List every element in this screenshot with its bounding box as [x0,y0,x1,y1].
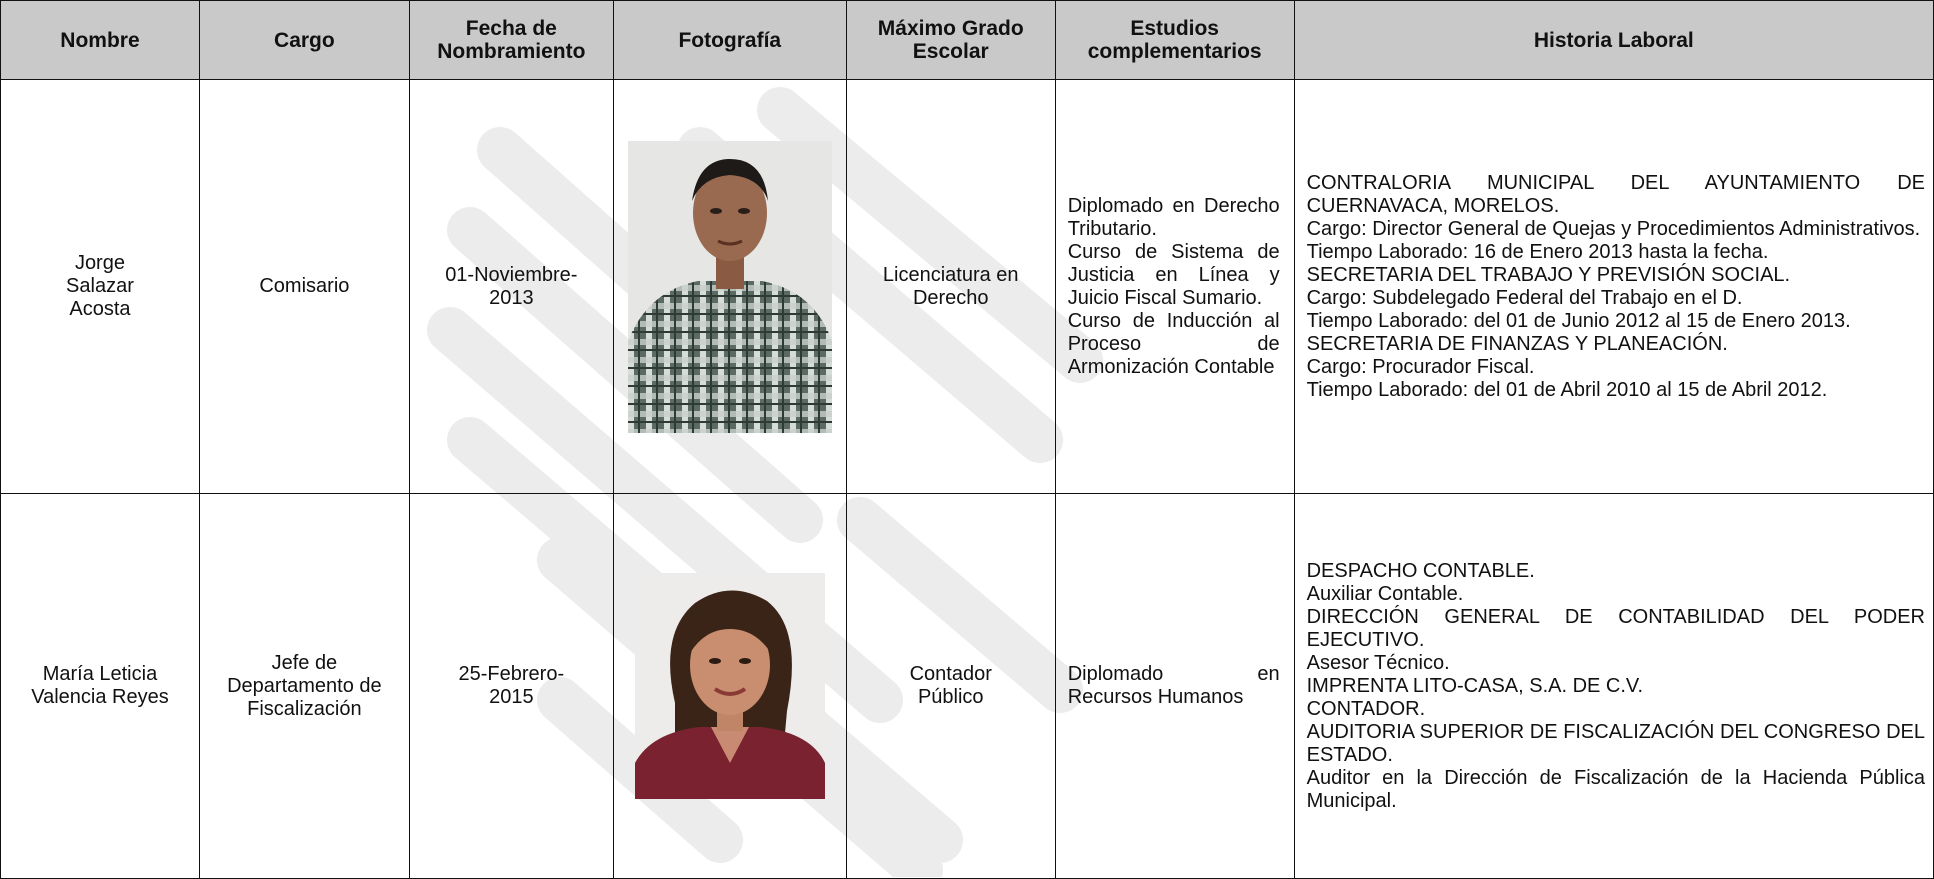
historia-line: Tiempo Laborado: del 01 de Junio 2012 al… [1306,309,1851,332]
cell-fotografia [612,79,847,494]
cell-historia: CONTRALORIA MUNICIPAL DEL AYUNTAMIENTO D… [1293,79,1934,494]
header-estudios: Estudios complementarios [1054,0,1295,80]
cell-fotografia [612,493,847,879]
historia-line: CONTADOR. [1306,697,1426,720]
cargo-text: Comisario [259,275,350,297]
header-fotografia: Fotografía [612,0,847,80]
table-row: Jorge Salazar Acosta Comisario 01-Noviem… [0,79,1934,494]
historia-line: DIRECCIÓN GENERAL DE CONTABILIDAD DEL PO… [1306,605,1925,651]
estudio-item: Curso de Sistema de Justicia en Línea y … [1067,240,1280,309]
estudio-item: Curso de Inducción al Proceso de Armoniz… [1067,309,1280,378]
historia-line: AUDITORIA SUPERIOR DE FISCALIZACIÓN DEL … [1306,720,1925,766]
historia-line: Cargo: Procurador Fiscal. [1306,355,1535,378]
cell-nombre: María Leticia Valencia Reyes [0,493,200,879]
cell-grado: Licenciatura en Derecho [845,79,1056,494]
historia-line: Tiempo Laborado: del 01 de Abril 2010 al… [1306,378,1828,401]
historia-line: DESPACHO CONTABLE. [1306,559,1535,582]
cell-estudios: Diplomado en Recursos Humanos [1054,493,1295,879]
cell-grado: Contador Público [845,493,1056,879]
cell-cargo: Comisario [198,79,410,494]
historia-line: Cargo: Director General de Quejas y Proc… [1306,217,1921,240]
photo-jorge-salazar [627,140,832,433]
cell-cargo: Jefe de Departamento de Fiscalización [198,493,410,879]
estudio-item: Diplomado en Recursos Humanos [1067,663,1280,708]
historia-line: Cargo: Subdelegado Federal del Trabajo e… [1306,286,1743,309]
grado-text: Licenciatura en Derecho [882,263,1019,309]
header-grado: Máximo Grado Escolar [845,0,1056,80]
photo-maria-leticia [634,573,825,799]
nombre-text: María Leticia Valencia Reyes [31,663,169,708]
cell-nombre: Jorge Salazar Acosta [0,79,200,494]
historia-line: CONTRALORIA MUNICIPAL DEL AYUNTAMIENTO D… [1306,171,1925,217]
header-historia: Historia Laboral [1293,0,1934,80]
grado-text: Contador Público [909,663,992,708]
historia-line: Auditor en la Dirección de Fiscalización… [1306,766,1925,812]
historia-line: IMPRENTA LITO-CASA, S.A. DE C.V. [1306,674,1643,697]
table-row: María Leticia Valencia Reyes Jefe de Dep… [0,493,1934,879]
cell-estudios: Diplomado en Derecho Tributario. Curso d… [1054,79,1295,494]
nombre-text: Jorge Salazar Acosta [66,252,134,320]
header-cargo: Cargo [198,0,410,80]
cell-fecha: 25-Febrero-2015 [408,493,614,879]
header-nombre: Nombre [0,0,200,80]
fecha-text: 01-Noviembre-2013 [445,263,578,309]
cell-fecha: 01-Noviembre-2013 [408,79,614,494]
historia-line: Asesor Técnico. [1306,651,1450,674]
header-row: Nombre Cargo Fecha de Nombramiento Fotog… [0,0,1934,80]
header-fecha: Fecha de Nombramiento [408,0,614,80]
historia-line: SECRETARIA DE FINANZAS Y PLANEACIÓN. [1306,332,1728,355]
historia-line: Auxiliar Contable. [1306,582,1464,605]
historia-line: Tiempo Laborado: 16 de Enero 2013 hasta … [1306,240,1769,263]
estudio-item: Diplomado en Derecho Tributario. [1067,194,1280,240]
fecha-text: 25-Febrero-2015 [458,663,565,708]
cell-historia: DESPACHO CONTABLE. Auxiliar Contable. DI… [1293,493,1934,879]
cargo-text: Jefe de Departamento de Fiscalización [227,651,382,720]
historia-line: SECRETARIA DEL TRABAJO Y PREVISIÓN SOCIA… [1306,263,1791,286]
